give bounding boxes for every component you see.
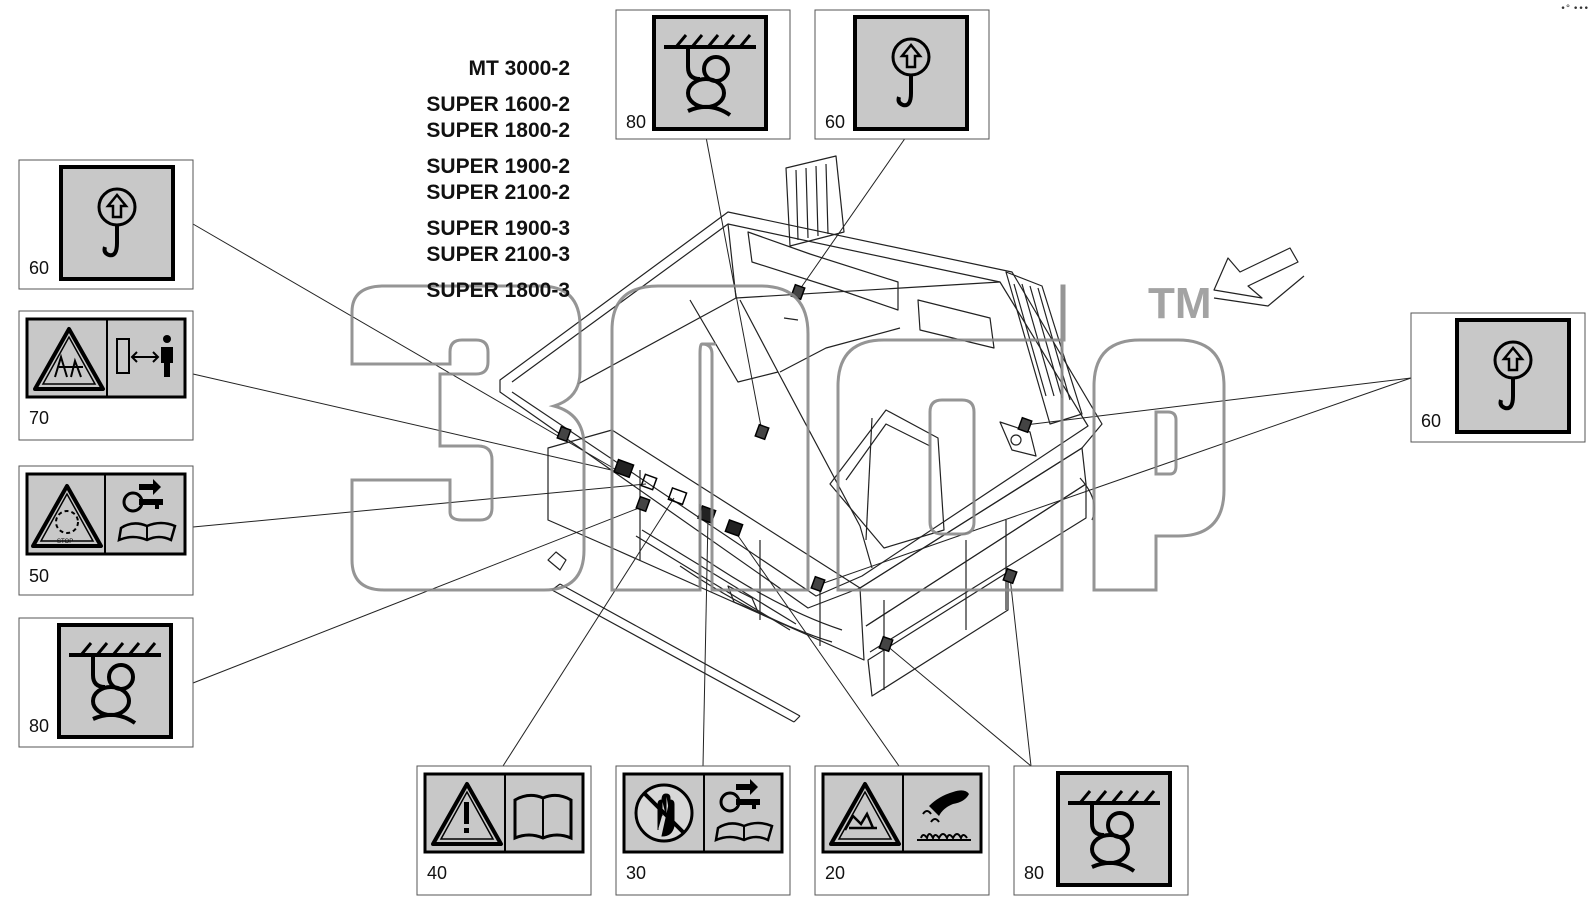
model-name: SUPER 1600-2 bbox=[426, 93, 570, 116]
model-name: MT 3000-2 bbox=[468, 57, 570, 80]
label-30-bottom: 30 bbox=[615, 765, 791, 896]
label-60-right: 60 bbox=[1410, 312, 1586, 443]
svg-text:STOP: STOP bbox=[57, 539, 73, 545]
label-number: 50 bbox=[29, 566, 49, 586]
watermark: TM bbox=[350, 279, 1226, 592]
label-number: 80 bbox=[29, 716, 49, 736]
label-number: 20 bbox=[825, 863, 845, 883]
label-70-left: 70 bbox=[18, 310, 194, 441]
label-50-left: STOP 50 bbox=[18, 465, 194, 596]
corner-mark: •° ••• bbox=[1560, 4, 1589, 14]
label-number: 60 bbox=[825, 112, 845, 132]
label-60-left: 60 bbox=[18, 159, 194, 290]
label-40-bottom: 40 bbox=[416, 765, 592, 896]
model-name: SUPER 1900-3 bbox=[426, 217, 570, 240]
model-list: MT 3000-2 SUPER 1600-2 SUPER 1800-2 SUPE… bbox=[360, 56, 570, 304]
label-number: 80 bbox=[626, 112, 646, 132]
label-number: 70 bbox=[29, 408, 49, 428]
model-name: SUPER 2100-2 bbox=[426, 181, 570, 204]
label-number: 60 bbox=[29, 258, 49, 278]
model-name: SUPER 1800-3 bbox=[426, 279, 570, 302]
label-80-top: 80 bbox=[615, 9, 791, 140]
model-name: SUPER 2100-3 bbox=[426, 243, 570, 266]
decal-markers bbox=[556, 283, 1033, 653]
machine-body bbox=[499, 155, 1305, 723]
label-20-bottom: 20 bbox=[814, 765, 990, 896]
label-80-left: 80 bbox=[18, 617, 194, 748]
label-number: 30 bbox=[626, 863, 646, 883]
label-number: 80 bbox=[1024, 863, 1044, 883]
model-name: SUPER 1800-2 bbox=[426, 119, 570, 142]
label-number: 40 bbox=[427, 863, 447, 883]
label-80-bottom: 80 bbox=[1013, 765, 1189, 896]
label-60-top: 60 bbox=[814, 9, 990, 140]
callout-leaders bbox=[192, 136, 1412, 767]
label-number: 60 bbox=[1421, 411, 1441, 431]
watermark-tm: TM bbox=[1148, 279, 1212, 328]
model-name: SUPER 1900-2 bbox=[426, 155, 570, 178]
